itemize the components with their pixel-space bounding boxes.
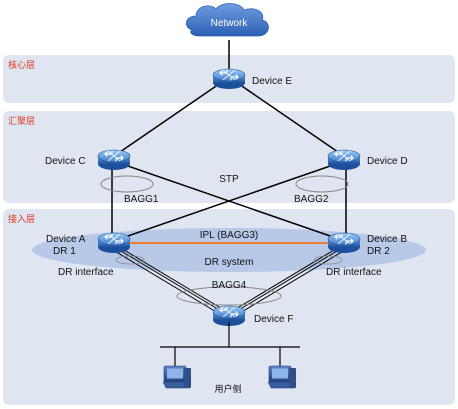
network-label: Network (211, 18, 249, 29)
device-b-role: DR 2 (367, 246, 390, 257)
user-bus (160, 322, 300, 368)
device-c-icon (97, 149, 131, 171)
aggregation-layer-band (3, 111, 455, 203)
link-d-a (121, 163, 337, 239)
dr-system-label: DR system (205, 257, 254, 268)
device-d-icon (327, 149, 361, 171)
dr-interface-left-label: DR interface (58, 267, 114, 278)
device-a-icon (97, 232, 131, 254)
core-layer-label: 核心层 (8, 59, 35, 71)
user-side-label: 用户侧 (214, 383, 241, 395)
link-e-d (235, 81, 339, 153)
aggregation-layer-label: 汇聚层 (8, 116, 35, 127)
bagg4-label: BAGG4 (212, 280, 247, 291)
device-a-name: Device A (46, 234, 86, 245)
device-f-label: Device F (254, 314, 293, 325)
bagg2-loop (295, 175, 349, 193)
device-a-role: DR 1 (53, 246, 76, 257)
device-c-label: Device C (45, 156, 86, 167)
dr-interface-right-label: DR interface (326, 267, 382, 278)
device-e-label: Device E (252, 76, 292, 87)
device-b-name: Device B (367, 234, 407, 245)
dr-interface-left-loop (115, 255, 145, 265)
pc-right-icon (267, 365, 297, 389)
bagg4-links (112, 246, 346, 314)
stp-label: STP (219, 174, 239, 185)
bagg4-loop (176, 286, 282, 306)
ipl-label: IPL (BAGG3) (200, 230, 259, 241)
pc-left-icon (162, 365, 192, 389)
device-e-icon (212, 68, 246, 90)
device-d-label: Device D (367, 156, 408, 167)
access-layer-label: 接入层 (8, 213, 35, 225)
bagg1-loop (100, 175, 154, 193)
device-b-icon (327, 232, 361, 254)
links (111, 40, 347, 239)
dr-interface-right-loop (313, 255, 343, 265)
link-e-c (119, 81, 223, 153)
bagg2-label: BAGG2 (294, 194, 329, 205)
network-cloud: Network (185, 3, 269, 37)
bagg1-label: BAGG1 (124, 194, 159, 205)
